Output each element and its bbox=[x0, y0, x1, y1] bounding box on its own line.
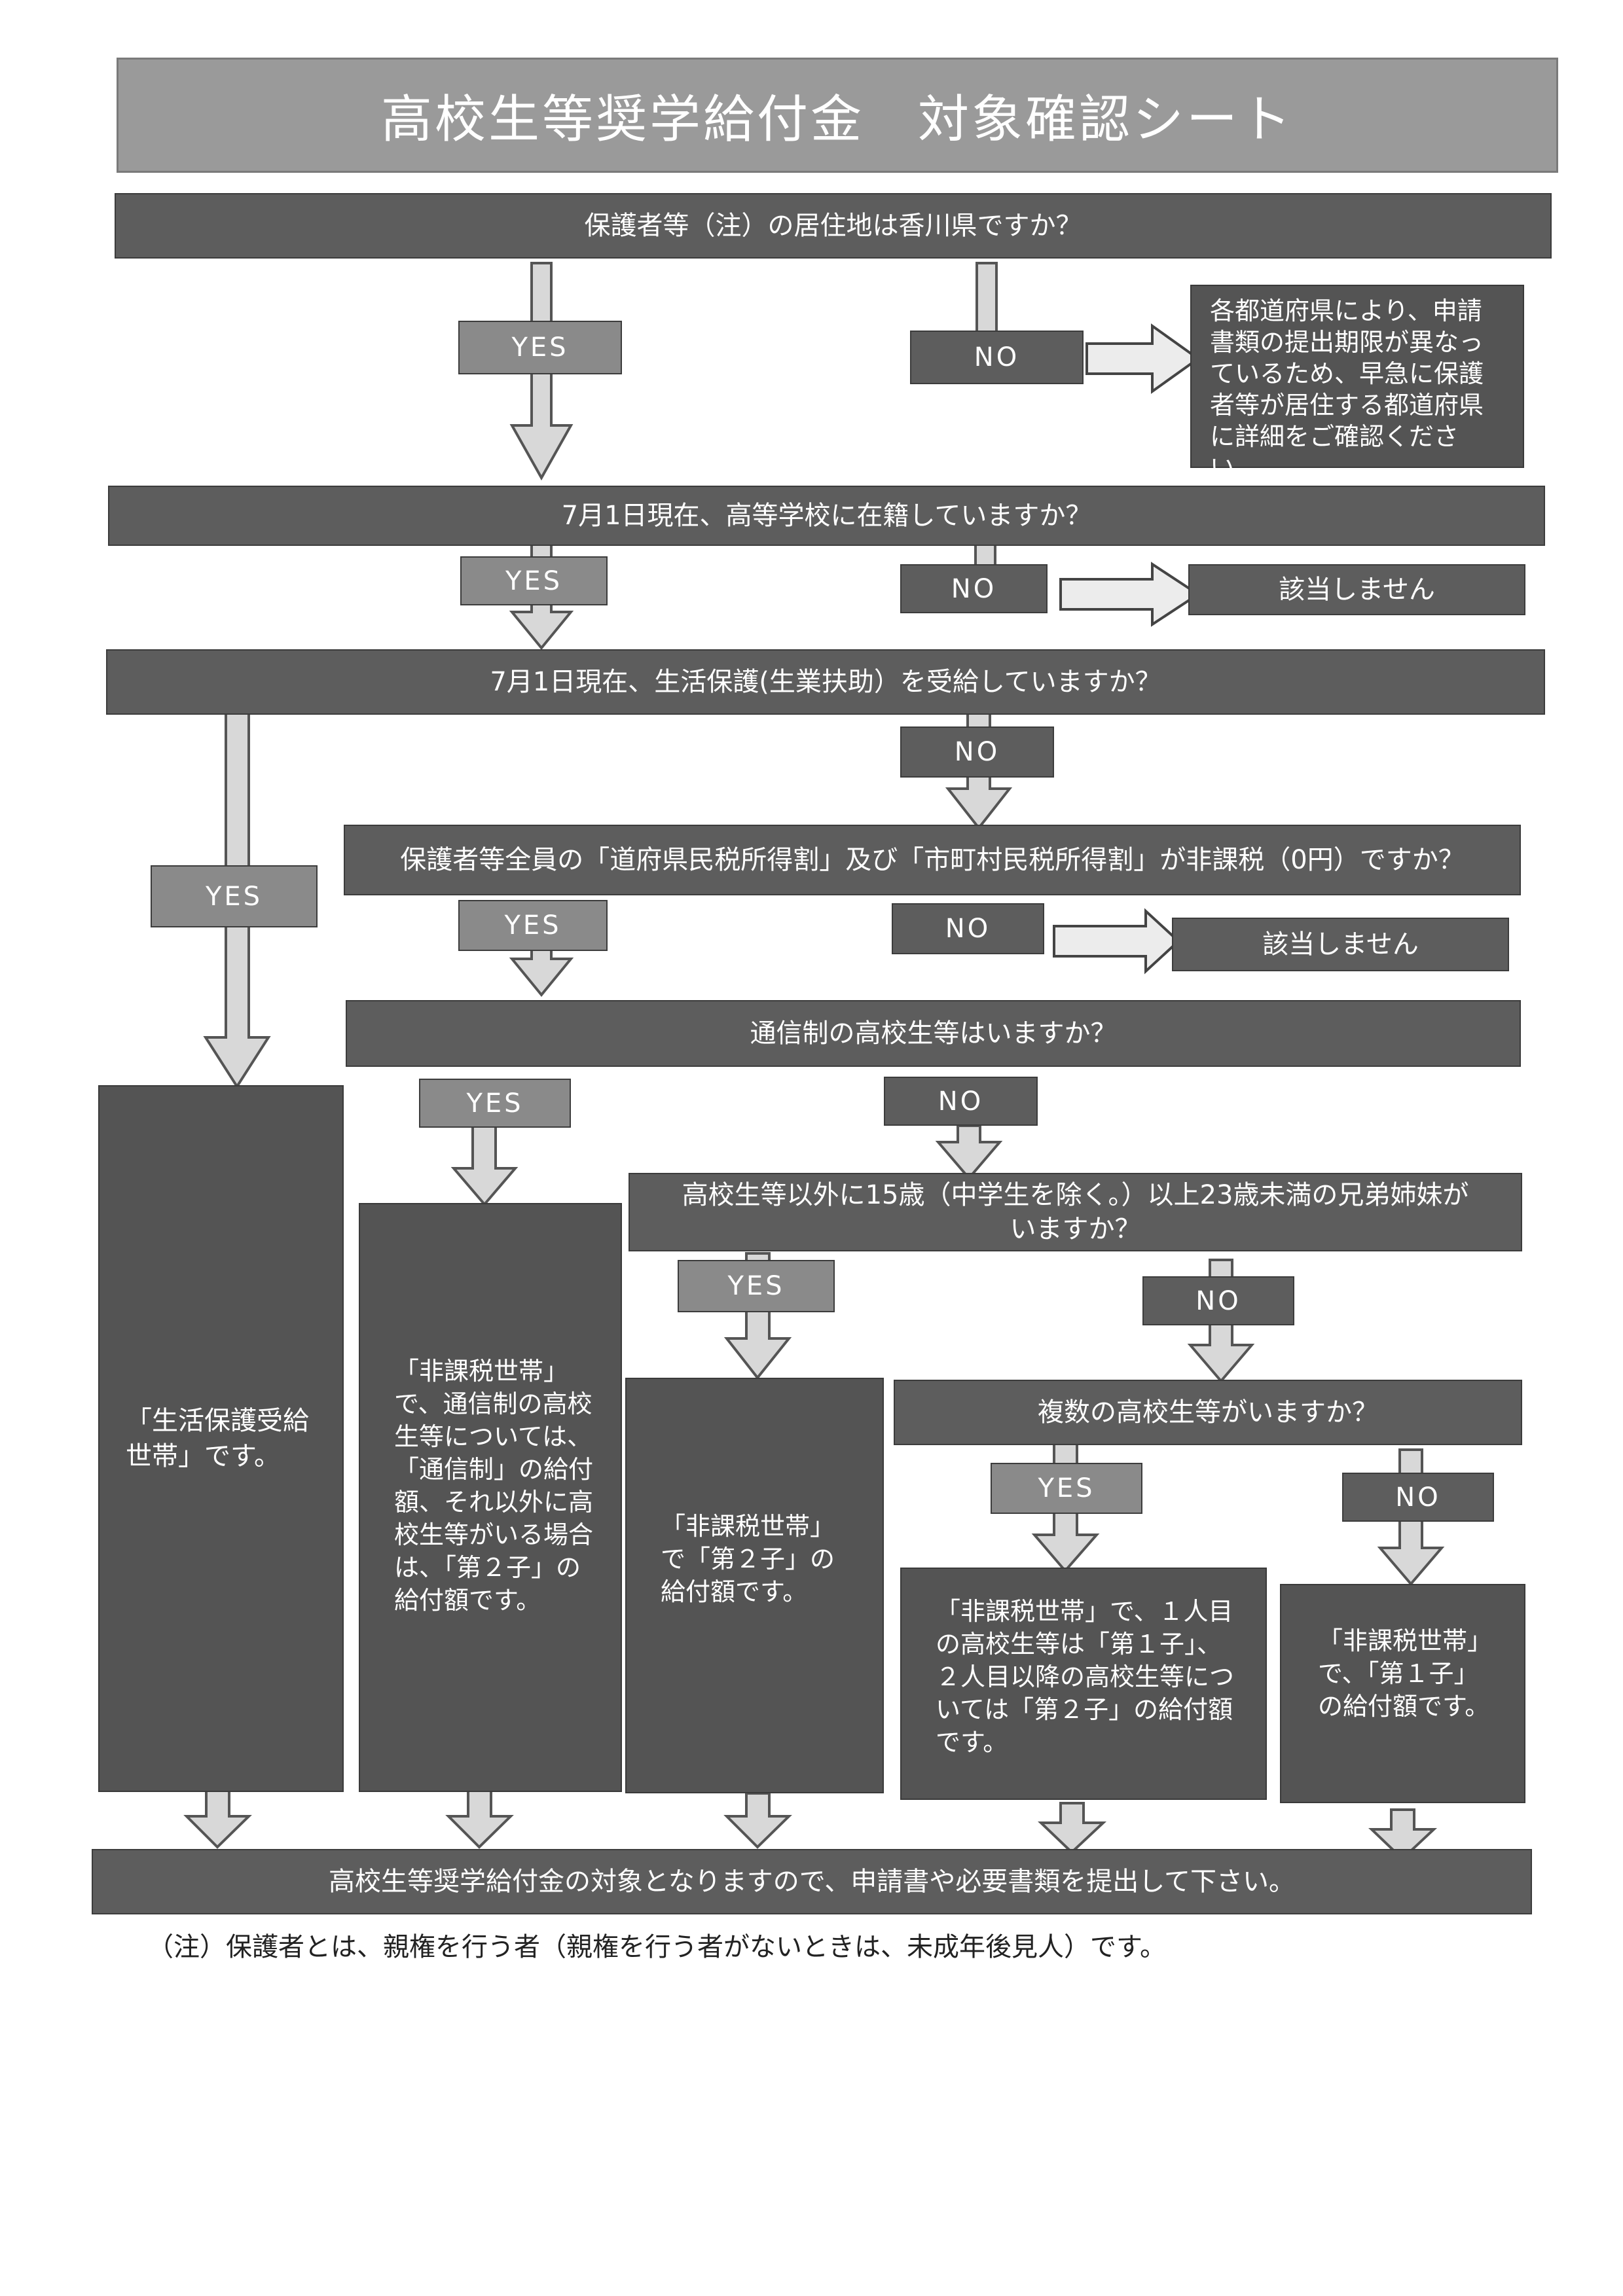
q2-no-tag: NO bbox=[900, 564, 1048, 613]
result-welfare-household: 「生活保護受給世帯」です。 bbox=[98, 1085, 344, 1792]
arrow-result-sibling bbox=[723, 1792, 792, 1849]
question-siblings: 高校生等以外に15歳（中学生を除く。）以上23歳未満の兄弟姉妹がいますか？ bbox=[629, 1173, 1522, 1251]
result-other-prefecture: 各都道府県により、申請書類の提出期限が異なっているため、早急に保護者等が居住する… bbox=[1190, 285, 1524, 482]
question-welfare: 7月1日現在、生活保護(生業扶助）を受給していますか？ bbox=[106, 649, 1545, 715]
result-multiple-students-amount: 「非課税世帯」で、１人目の高校生等は「第１子」、２人目以降の高校生等については「… bbox=[900, 1568, 1267, 1800]
q3-yes-tag: YES bbox=[151, 865, 318, 927]
q2-yes-tag: YES bbox=[460, 556, 608, 605]
q7-yes-tag: YES bbox=[991, 1463, 1142, 1514]
q3-no-tag: NO bbox=[900, 726, 1054, 778]
arrow-result-multiple bbox=[1038, 1802, 1107, 1854]
q6-yes-tag: YES bbox=[678, 1260, 835, 1312]
arrow-q1-no-right bbox=[1085, 323, 1201, 394]
arrow-q5-yes bbox=[450, 1124, 519, 1207]
question-residence: 保護者等（注）の居住地は香川県ですか？ bbox=[115, 193, 1552, 259]
q7-no-tag: NO bbox=[1342, 1473, 1494, 1522]
arrow-result-single bbox=[1368, 1808, 1438, 1861]
q1-no-tag: NO bbox=[910, 331, 1084, 384]
arrow-q5-no-down bbox=[935, 1124, 1003, 1181]
footnote: （注）保護者とは、親権を行う者（親権を行う者がないときは、未成年後見人）です。 bbox=[147, 1932, 1166, 1962]
final-instruction: 高校生等奨学給付金の対象となりますので、申請書や必要書類を提出して下さい。 bbox=[92, 1849, 1532, 1914]
q4-no-tag: NO bbox=[892, 903, 1044, 954]
q5-no-tag: NO bbox=[884, 1077, 1038, 1126]
question-multiple-students: 複数の高校生等がいますか？ bbox=[894, 1380, 1522, 1445]
q6-no-tag: NO bbox=[1142, 1276, 1294, 1325]
question-enrollment: 7月1日現在、高等学校に在籍していますか？ bbox=[108, 486, 1545, 546]
q5-yes-tag: YES bbox=[419, 1079, 571, 1128]
question-correspondence: 通信制の高校生等はいますか？ bbox=[346, 1000, 1521, 1067]
arrow-result-welfare bbox=[183, 1789, 252, 1849]
arrow-q2-no-right bbox=[1059, 562, 1201, 627]
q4-yes-tag: YES bbox=[458, 900, 608, 951]
page-title: 高校生等奨学給付金 対象確認シート bbox=[117, 58, 1558, 173]
result-correspondence-amount: 「非課税世帯」で、通信制の高校生等については、「通信制」の給付額、それ以外に高校… bbox=[359, 1203, 622, 1792]
result-not-eligible-2: 該当しません bbox=[1172, 918, 1509, 971]
question-tax-exempt: 保護者等全員の「道府県民税所得割」及び「市町村民税所得割」が非課税（0円）ですか… bbox=[344, 825, 1521, 895]
result-not-eligible-1: 該当しません bbox=[1188, 564, 1525, 615]
q1-yes-tag: YES bbox=[458, 321, 622, 374]
arrow-q4-no-right bbox=[1053, 908, 1180, 975]
arrow-q1-no-stub bbox=[976, 262, 998, 338]
result-second-child-amount: 「非課税世帯」で「第２子」の給付額です。 bbox=[625, 1378, 884, 1793]
result-first-child-amount: 「非課税世帯」で、「第１子」の給付額です。 bbox=[1280, 1584, 1525, 1803]
arrow-result-correspondence bbox=[445, 1789, 514, 1849]
